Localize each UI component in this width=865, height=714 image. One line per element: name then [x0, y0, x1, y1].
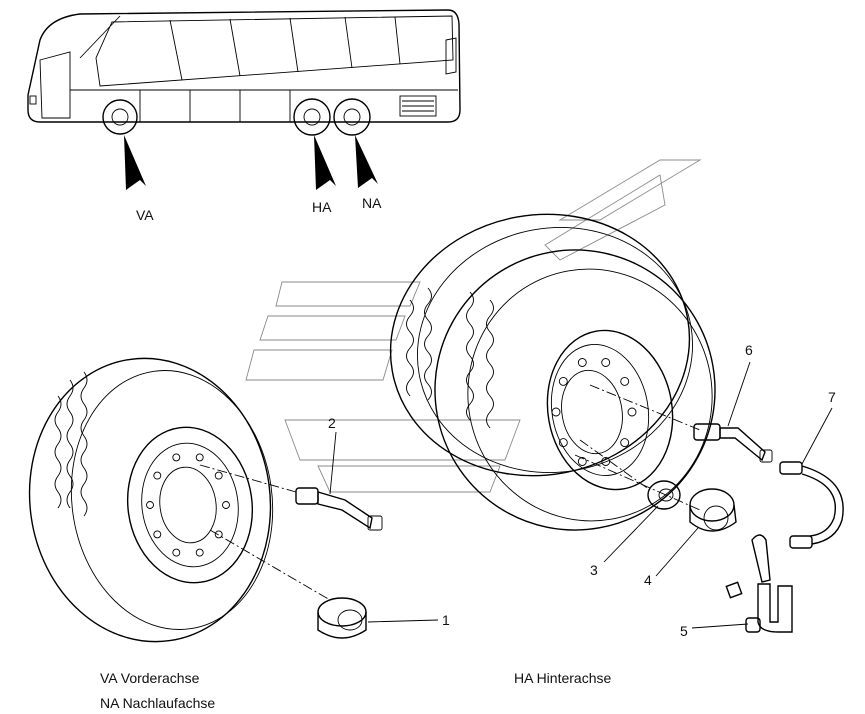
ha-marker-label: HA [312, 199, 332, 215]
bus-illustration [27, 9, 461, 136]
wheel-stud [558, 438, 568, 448]
wheel-stud [627, 407, 637, 417]
valve-hose [779, 461, 844, 549]
assembly-axis-lines [199, 384, 701, 601]
wheel-nut-front [317, 597, 367, 639]
callout-2: 2 [328, 415, 336, 431]
wheel-stud [601, 457, 611, 466]
front-wheel [28, 357, 274, 643]
wheel-stud [551, 407, 561, 417]
callout-6: 6 [745, 342, 753, 358]
va-arrow-icon [124, 135, 146, 190]
wheel-stud [172, 548, 181, 557]
na-marker-label: NA [362, 195, 382, 211]
valve-extension-front [295, 487, 383, 531]
ha-arrow-icon [314, 135, 336, 190]
rear-dual-wheel [389, 213, 716, 531]
wheel-stud [172, 453, 181, 462]
wheel-stud [146, 501, 154, 509]
wheel-stud [153, 471, 162, 480]
va-marker-label: VA [136, 207, 154, 223]
wheel-stud [222, 501, 230, 509]
legend-ha: HA Hinterachse [514, 670, 612, 686]
callout-4: 4 [644, 572, 652, 588]
wheel-stud [601, 358, 611, 367]
valve-extension-rear [693, 423, 773, 463]
wheel-stud [620, 376, 630, 386]
na-arrow-icon [355, 135, 378, 188]
wheel-stud [577, 457, 587, 466]
callout-7: 7 [828, 389, 836, 405]
legend-va: VA Vorderachse [100, 670, 200, 686]
wheel-stud [577, 358, 587, 367]
wheel-stud [214, 471, 223, 480]
callouts: 1 2 3 4 5 6 7 [328, 342, 836, 639]
wheel-stud [620, 438, 630, 448]
wheel-stud [195, 453, 204, 462]
wheel-stud [153, 530, 162, 539]
callout-5: 5 [680, 623, 688, 639]
valve-holder-clip [725, 534, 793, 633]
wheel-stud [558, 376, 568, 386]
watermark-logo [245, 159, 702, 493]
washer [647, 480, 681, 510]
wheel-stud [195, 548, 204, 557]
wheel-nut-rear [689, 488, 737, 532]
legend-na: NA Nachlaufachse [100, 695, 216, 711]
callout-3: 3 [590, 562, 598, 578]
wheel-stud [214, 530, 223, 539]
callout-1: 1 [442, 612, 450, 628]
